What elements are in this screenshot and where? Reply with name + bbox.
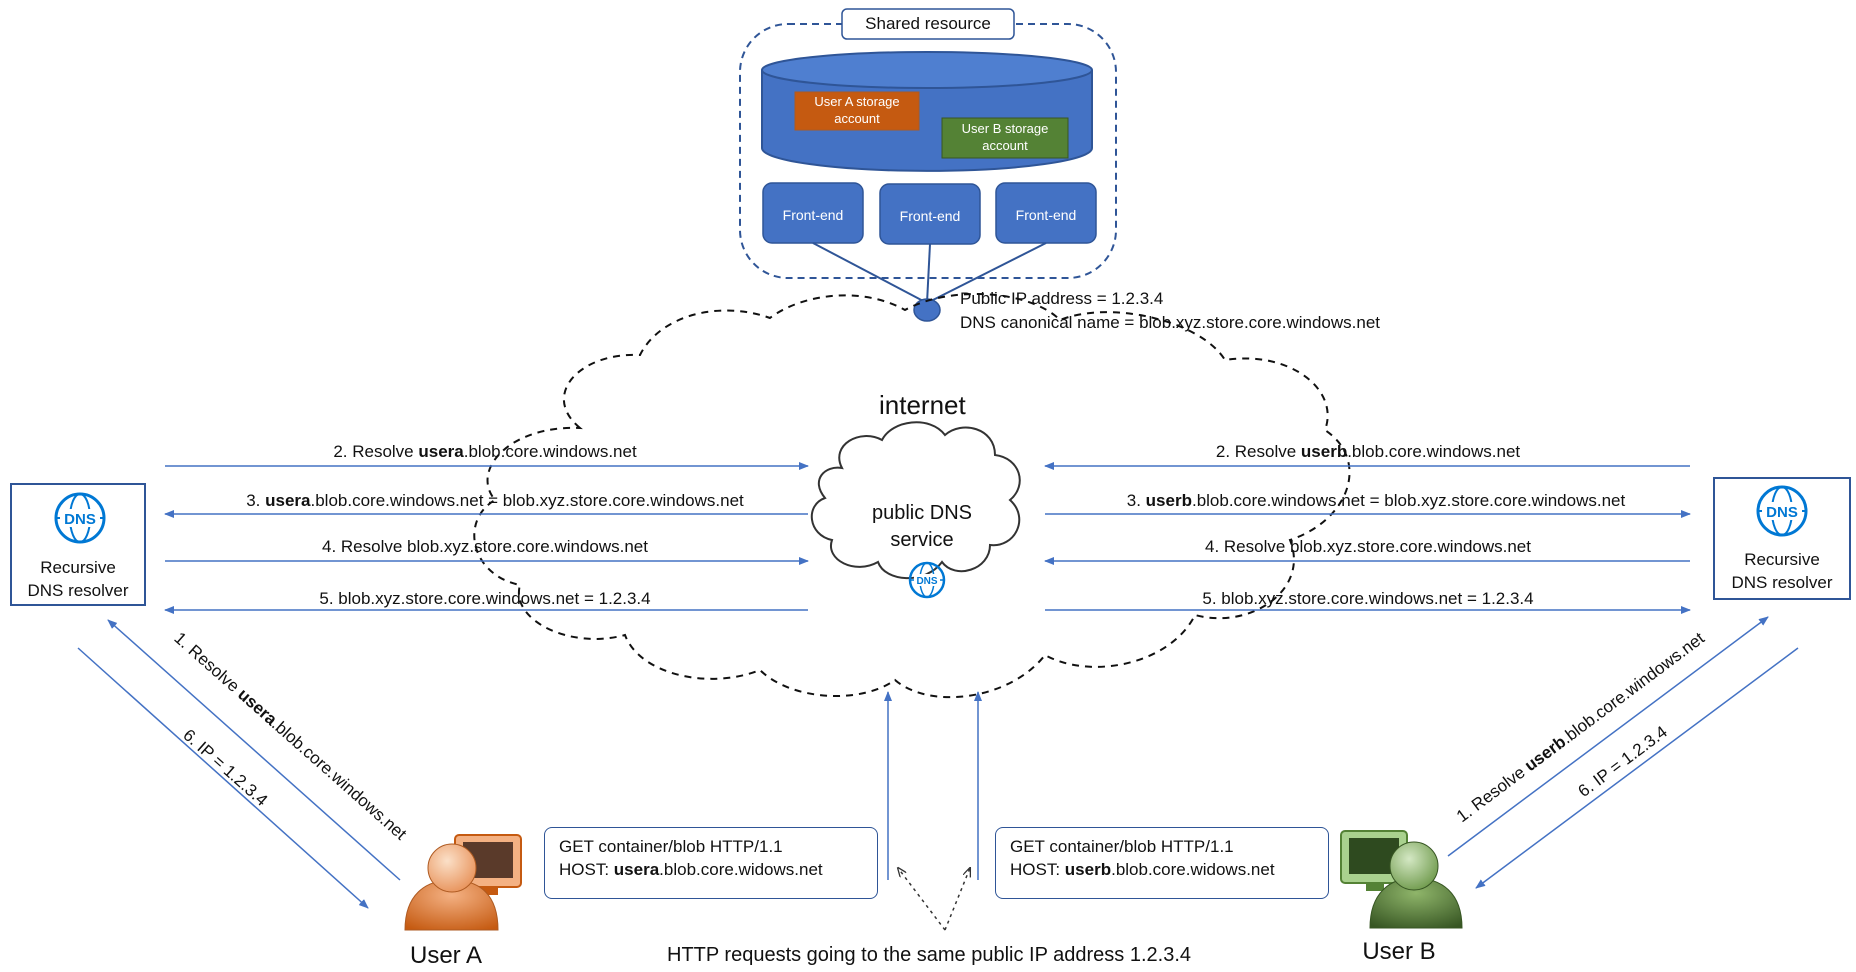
http-b-host-line: HOST: userb.blob.core.widows.net [1010,859,1275,879]
shared-resource-title: Shared resource [865,14,991,33]
left-step-4-label: 4. Resolve blob.xyz.store.core.windows.n… [322,537,648,556]
http-caption: HTTP requests going to the same public I… [667,944,1192,966]
public-ip-label: Public IP address = 1.2.3.4 [960,289,1164,308]
right-diag-arrow-1 [1447,616,1769,857]
public-dns-service-label: public DNS service [871,502,973,551]
left-diag-arrow-6 [77,647,369,909]
front-end-2-label: Front-end [899,208,961,224]
dns-icon-cloud: DNS [908,561,946,599]
public-ip-node [913,298,941,322]
right-diag-arrow-6 [1475,647,1799,889]
shared-resource-title-box [841,8,1015,40]
caption-pointer-b [944,868,970,931]
front-end-1-label: Front-end [782,207,844,223]
user-a-label: User A [409,942,483,969]
user-a-icon [404,834,522,931]
http-request-box-b: GET container/blob HTTP/1.1 HOST: userb.… [995,827,1329,899]
shared-resource-container [739,23,1117,279]
caption-pointer-a [898,868,946,931]
user-b-storage-account [941,117,1069,159]
fe2-link [926,243,931,304]
right-step-5-label: 5. blob.xyz.store.core.windows.net = 1.2… [1202,589,1534,608]
internet-label: internet [879,390,966,420]
left-step-5-label: 5. blob.xyz.store.core.windows.net = 1.2… [319,589,651,608]
user-b-icon [1340,830,1463,929]
user-a-storage-label: User A storage account [814,94,900,126]
fe1-link [812,242,928,304]
right-step-3-label: 3. userb.blob.core.windows.net = blob.xy… [1126,491,1626,510]
front-end-3-label: Front-end [1015,207,1077,223]
left-step-2-label: 2. Resolve usera.blob.core.windows.net [333,442,637,461]
right-step-2-label: 2. Resolve userb.blob.core.windows.net [1215,442,1521,461]
user-b-storage-label: User B storage account [961,121,1049,153]
http-b-request-line: GET container/blob HTTP/1.1 [1010,837,1234,856]
left-diag-arrow-1 [107,619,401,881]
user-a-storage-account [794,91,920,131]
left-step-3-label: 3. usera.blob.core.windows.net = blob.xy… [246,491,744,510]
http-a-request-line: GET container/blob HTTP/1.1 [559,837,783,856]
fe3-link [926,242,1047,304]
http-request-box-a: GET container/blob HTTP/1.1 HOST: usera.… [544,827,878,899]
right-step-4-label: 4. Resolve blob.xyz.store.core.windows.n… [1205,537,1531,556]
http-a-host-line: HOST: usera.blob.core.widows.net [559,859,823,879]
dns-canonical-label: DNS canonical name = blob.xyz.store.core… [960,313,1381,332]
public-dns-cloud [810,421,1021,580]
svg-text:DNS: DNS [916,576,937,587]
user-b-label: User B [1362,938,1436,965]
